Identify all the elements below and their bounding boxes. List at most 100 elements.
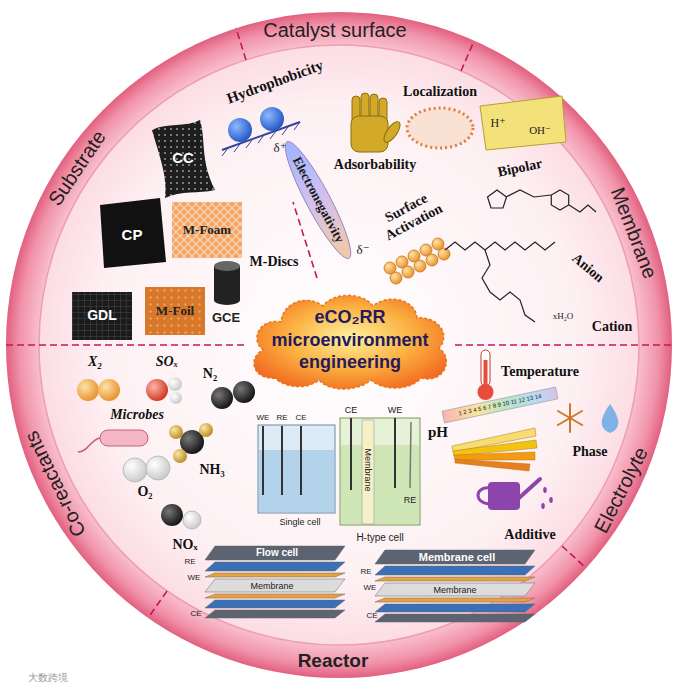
plate [205, 562, 345, 571]
molecule-atom [146, 456, 170, 480]
molecule-atom [98, 379, 120, 401]
electrode-layer [205, 573, 345, 577]
electrolyte [341, 445, 419, 524]
membrane-cell [375, 550, 535, 622]
plate [205, 600, 345, 608]
plate [375, 604, 535, 612]
atom [390, 272, 402, 284]
divider-line [562, 546, 586, 568]
molecule-atom [168, 377, 182, 391]
atom [414, 260, 426, 272]
electrode-label: CE [295, 414, 306, 423]
substrate-label: CP [122, 227, 143, 244]
can-handle [478, 488, 490, 504]
drop [543, 487, 547, 493]
substrate-label: GDL [87, 308, 117, 324]
electrode-label: WE [388, 405, 403, 415]
can-body [488, 482, 520, 510]
snowflake [558, 404, 582, 432]
molecule-atom [183, 511, 201, 529]
cell-label: H-type cell [356, 532, 403, 543]
bipolar-sheet [480, 96, 566, 150]
ph-scale-strip [442, 387, 558, 423]
molecule-label: SOₓ [156, 354, 179, 370]
electrode-layer [205, 594, 345, 598]
membrane-layer [375, 583, 535, 596]
ph-strip [455, 459, 530, 471]
center-title: eCO₂RR microenvironment engineering [260, 306, 440, 374]
backbone [445, 242, 555, 250]
h-type-cell [340, 418, 420, 525]
substrate-label: M-Foam [183, 223, 231, 238]
molecule-label: N₂ [203, 366, 217, 382]
flow-cell [205, 546, 345, 618]
molecule-atom [123, 458, 147, 482]
membrane-label: Membrane [250, 581, 293, 591]
divider-line [461, 41, 474, 71]
localization-blob [407, 108, 473, 148]
electrode [394, 418, 396, 488]
charge-label: δ⁺ [274, 141, 287, 156]
ion-label: H⁺ [491, 117, 506, 130]
electrode-label: WE [364, 584, 377, 593]
reference-electrode [410, 422, 411, 488]
water-drop [602, 404, 619, 433]
cell-label: Membrane cell [419, 551, 495, 563]
electrode-label: CE [190, 610, 201, 619]
molecule-label: NH₃ [199, 462, 224, 478]
metal-foil [145, 287, 205, 335]
sector-label: Reactor [298, 650, 369, 671]
substrate-label: GCE [212, 311, 240, 326]
beaker [258, 425, 335, 513]
metal-disc [214, 261, 240, 305]
molecule-atom [233, 381, 255, 403]
property-label: Adsorbability [334, 157, 416, 173]
substrate-label: M-Foil [156, 304, 194, 319]
molecule-atom [199, 423, 213, 437]
snowflake-arm [558, 411, 582, 425]
metal-foam [172, 202, 242, 258]
chain [506, 190, 551, 197]
droplet [260, 107, 284, 131]
divider-line [455, 344, 672, 346]
snowflake-arm [558, 411, 582, 425]
molecule-atom [169, 425, 183, 439]
formula-label: xH₂O [553, 311, 574, 321]
hand-figure [351, 93, 403, 152]
droplet [228, 118, 252, 142]
watering-can [478, 479, 553, 510]
property-label: Phase [573, 444, 608, 460]
electrode-label: RE [360, 568, 371, 577]
electrolyte [259, 450, 334, 512]
plate [205, 546, 345, 560]
can-spout [519, 479, 540, 498]
molecule-label: NOₓ [172, 537, 197, 553]
center-cloud: eCO₂RR microenvironment engineering [245, 288, 455, 392]
atom [426, 254, 438, 266]
property-label: Temperature [501, 364, 579, 380]
divider-line [148, 591, 167, 618]
plate [205, 610, 345, 618]
electrode-layer [375, 577, 535, 581]
divider-line [236, 28, 246, 60]
disc-body [214, 266, 240, 300]
ion-label: OH⁻ [529, 124, 551, 136]
cell-label: Flow cell [256, 547, 298, 558]
membrane-label: Membrane [433, 585, 476, 595]
microbe [78, 430, 148, 452]
cloud-outline [254, 296, 446, 390]
side-chain [482, 250, 535, 322]
plate [375, 614, 535, 622]
plate [375, 550, 535, 564]
disc-top [214, 261, 240, 271]
membrane-label: Cation [592, 319, 632, 335]
drop [549, 497, 553, 503]
substrate-label: M-Discs [250, 254, 299, 270]
imidazolium-ring [488, 190, 507, 208]
microbe-body [100, 430, 148, 446]
property-label: pH [428, 424, 448, 441]
carbon-cloth [152, 120, 215, 198]
molecule-atom [146, 379, 168, 401]
electrode-label: WE [257, 414, 270, 423]
